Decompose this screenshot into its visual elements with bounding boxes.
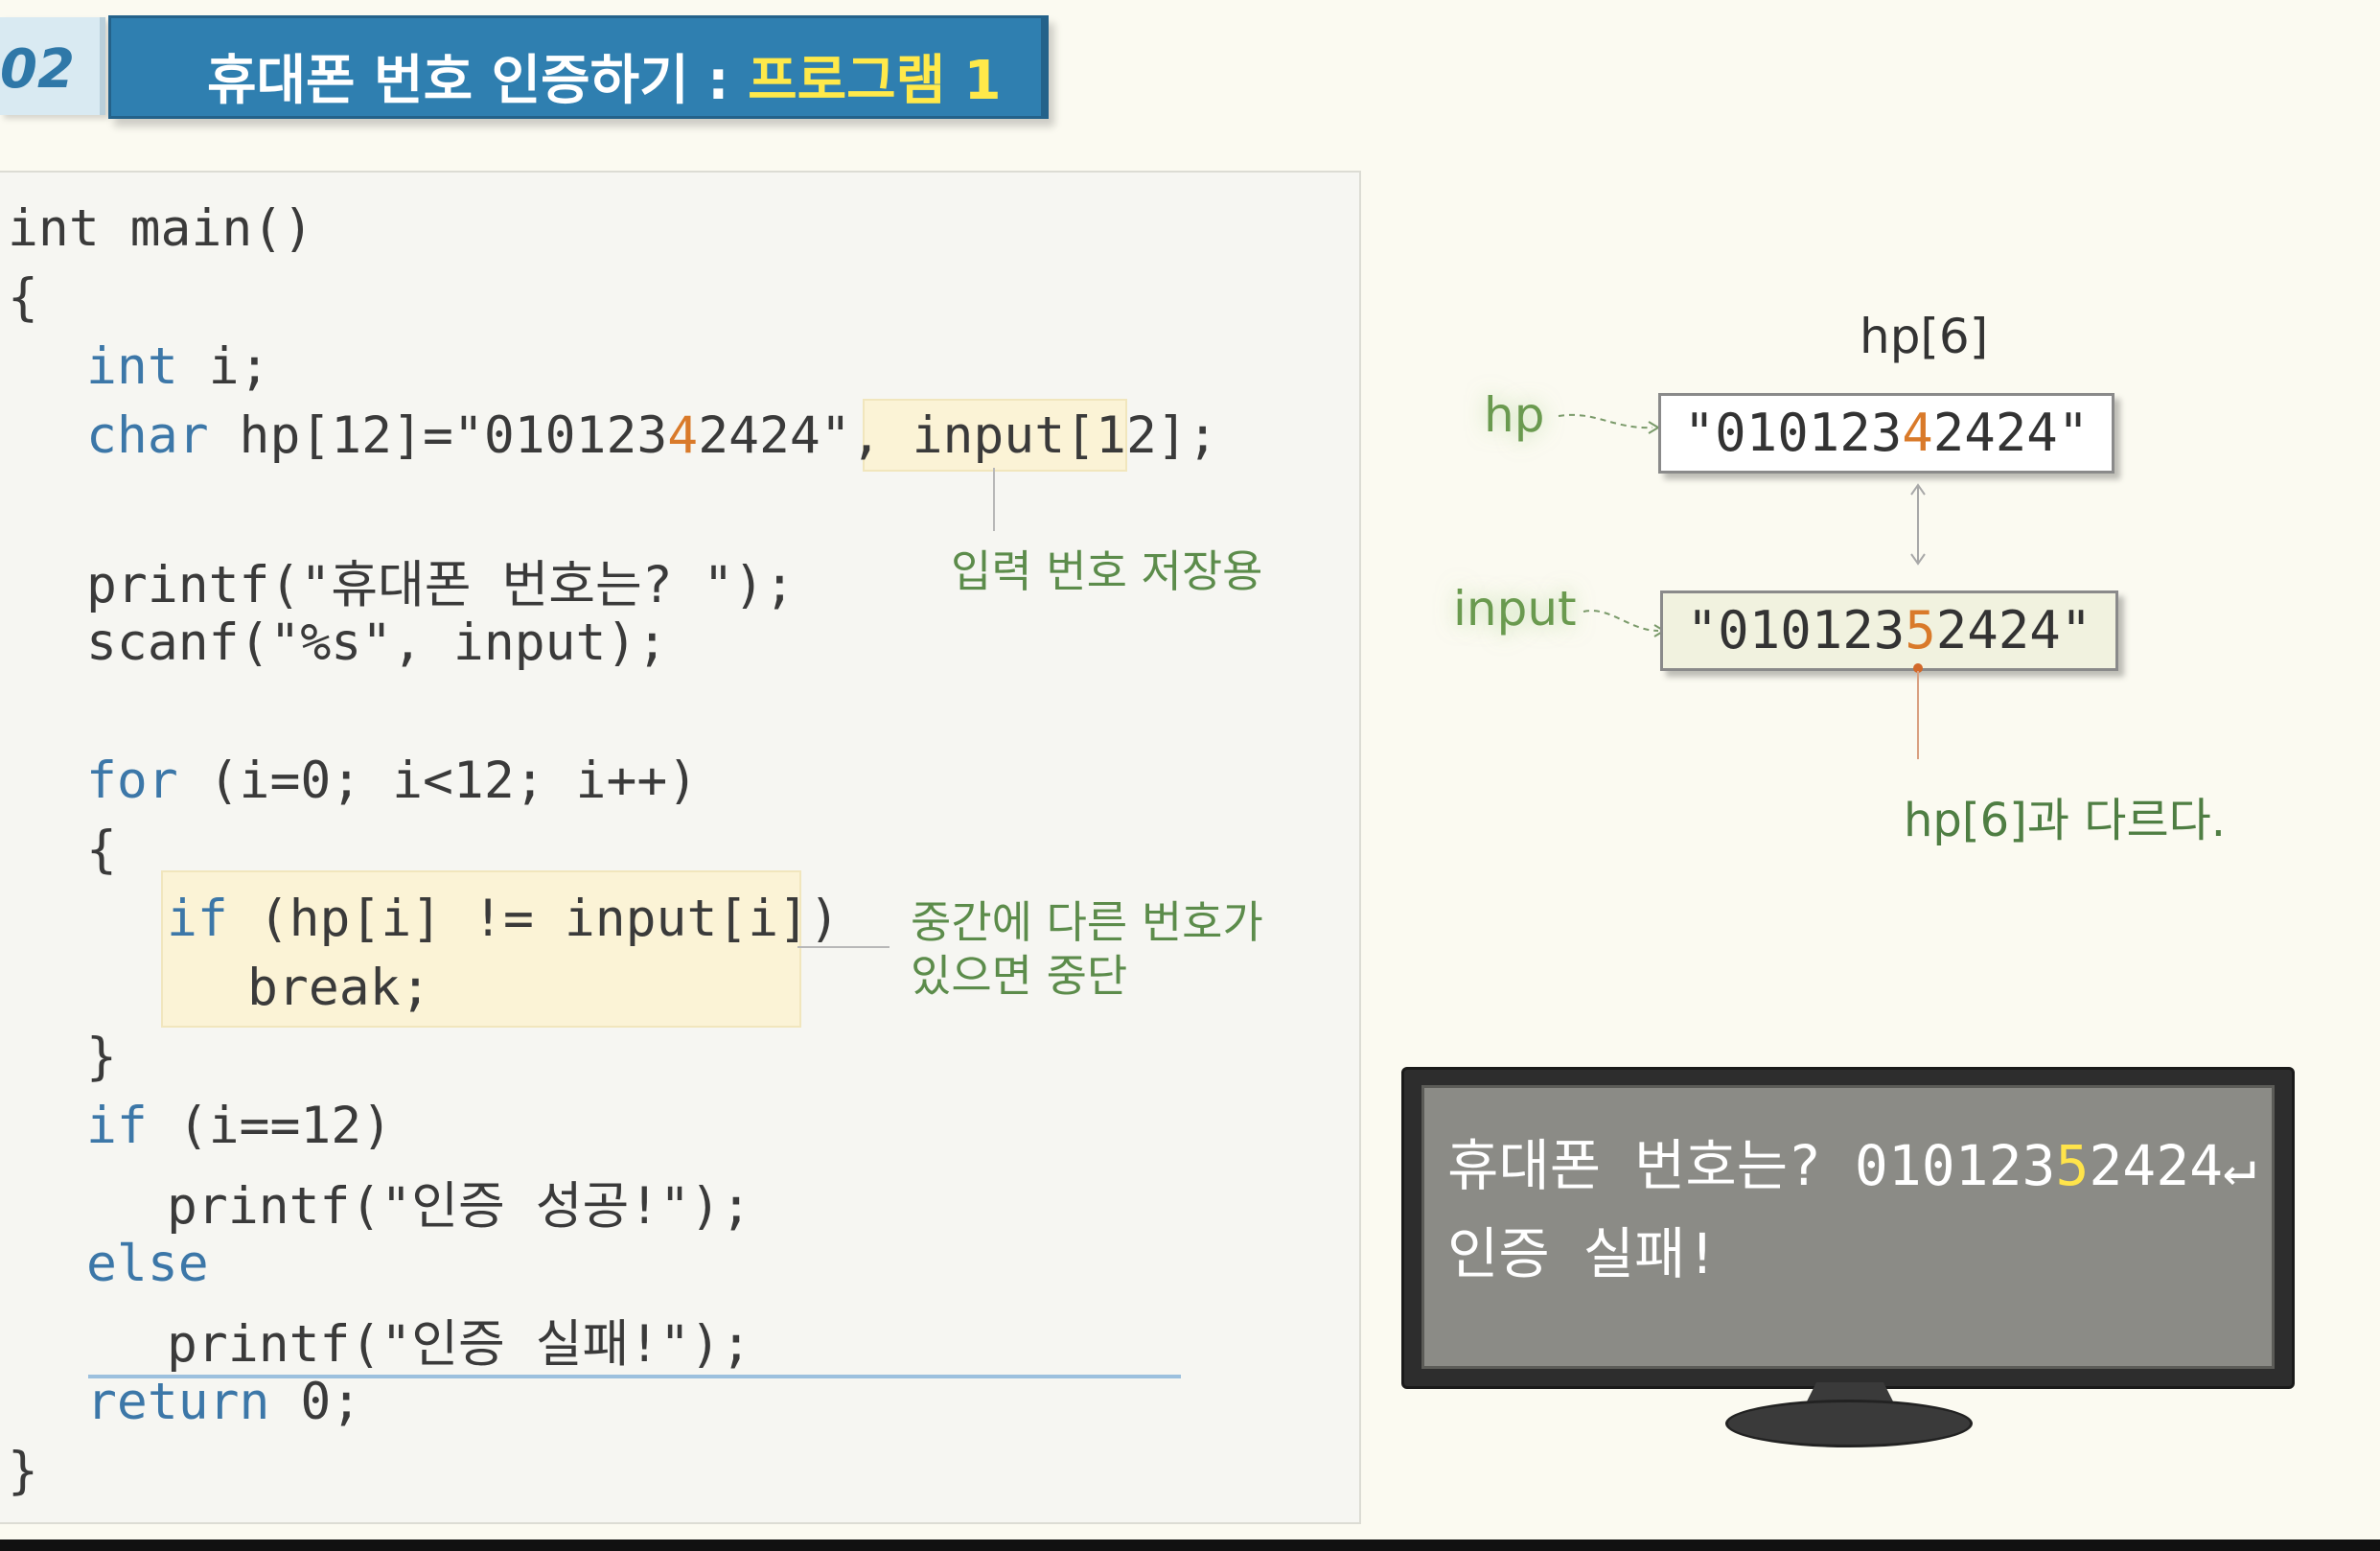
hp-array-box: "01012342424": [1658, 393, 2114, 474]
hp-diff-digit: 4: [667, 406, 699, 465]
code-line-9: if (hp[i] != input[i]): [167, 890, 841, 948]
monitor-stand-base: [1725, 1400, 1973, 1447]
input-array-box: "01012352424": [1660, 590, 2118, 671]
hp-box-diff-digit: 4: [1902, 403, 1933, 463]
title-banner: 휴대폰 번호 인증하기 : 프로그램 1: [108, 15, 1049, 119]
code-line-11: }: [86, 1028, 117, 1086]
compare-arrow-icon: [1910, 483, 1926, 566]
hp-variable-label: hp: [1484, 387, 1545, 443]
index-label: hp[6]: [1860, 309, 1989, 364]
console-screen: 휴대폰 번호는? 01012352424↵ 인증 실패!: [1421, 1085, 2275, 1369]
keyword-if: if: [167, 890, 228, 948]
bottom-border: [0, 1539, 2380, 1551]
input-pointer-arrow: [1583, 610, 1666, 637]
keyword-char: char: [86, 406, 209, 465]
annotation-break-2: 있으면 중단: [911, 950, 1128, 1002]
diff-note: hp[6]과 다르다.: [1904, 794, 2227, 847]
code-panel: int main() { int i; char hp[12]="0101234…: [0, 171, 1361, 1524]
input-decl-highlight: [863, 399, 1127, 472]
section-number: 02: [0, 38, 75, 101]
code-line-16: return 0;: [86, 1373, 362, 1431]
diff-leader-line: [1917, 671, 1919, 759]
code-line-1: int main(): [8, 199, 314, 258]
section-number-badge: 02: [0, 17, 105, 115]
code-line-14: else: [86, 1235, 209, 1293]
keyword-if-2: if: [86, 1097, 148, 1155]
code-line-4: char hp[12]="01012342424", input[12];: [86, 406, 1218, 465]
input-leader-line: [993, 468, 995, 531]
page-title: 휴대폰 번호 인증하기 : 프로그램 1: [207, 37, 1002, 115]
input-box-diff-digit: 5: [1905, 600, 1936, 660]
console-line-1: 휴대폰 번호는? 01012352424↵: [1447, 1133, 2256, 1198]
input-declaration: input[12]: [912, 406, 1188, 465]
title-highlight: 프로그램 1: [748, 50, 1002, 112]
break-leader-line: [797, 946, 890, 948]
console-line-2: 인증 실패!: [1447, 1221, 1720, 1286]
code-line-3: int i;: [86, 337, 270, 396]
code-line-10: break;: [247, 959, 431, 1017]
enter-key-icon: ↵: [2223, 1133, 2256, 1198]
keyword-int: int: [86, 337, 178, 396]
code-line-2: {: [8, 268, 38, 327]
hp-pointer-arrow: [1558, 413, 1660, 434]
code-line-12: if (i==12): [86, 1097, 393, 1155]
if-block-highlight: [161, 870, 801, 1028]
highlight-rule: [88, 1375, 1181, 1378]
code-line-7: for (i=0; i<12; i++): [86, 752, 699, 810]
keyword-return: return: [86, 1373, 270, 1431]
console-monitor: 휴대폰 번호는? 01012352424↵ 인증 실패!: [1401, 1067, 2295, 1389]
code-line-15: printf("인증 실패!");: [167, 1315, 751, 1374]
code-line-8: {: [86, 821, 117, 879]
code-line-6: scanf("%s", input);: [86, 613, 668, 672]
diff-marker-dot: [1913, 663, 1923, 673]
input-variable-label: input: [1453, 581, 1577, 637]
annotation-break-1: 중간에 다른 번호가: [911, 896, 1263, 948]
keyword-for: for: [86, 752, 178, 810]
annotation-input-storage: 입력 번호 저장용: [951, 545, 1263, 597]
code-line-5: printf("휴대폰 번호는? ");: [86, 556, 796, 614]
code-line-13: printf("인증 성공!");: [167, 1177, 751, 1236]
keyword-else: else: [86, 1235, 209, 1293]
code-line-17: }: [8, 1442, 38, 1500]
console-diff-digit: 5: [2055, 1133, 2090, 1198]
title-prefix: 휴대폰 번호 인증하기 :: [207, 50, 749, 112]
